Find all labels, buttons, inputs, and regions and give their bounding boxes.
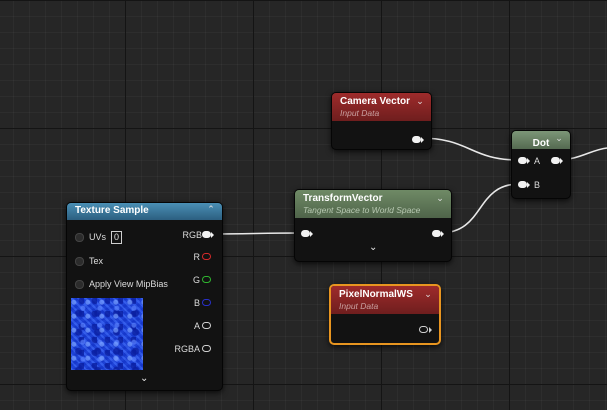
chevron-up-icon[interactable]: ⌃: [207, 204, 215, 214]
transform-vector-node[interactable]: TransformVector Tangent Space to World S…: [294, 189, 452, 262]
chevron-down-icon[interactable]: ⌄: [424, 289, 432, 299]
pin-arrow-icon: [527, 158, 530, 164]
pin-label-rgba: RGBA: [174, 344, 200, 354]
output-pin-a[interactable]: [202, 322, 211, 329]
node-title: PixelNormalWS: [339, 289, 413, 300]
transform-vector-header[interactable]: TransformVector Tangent Space to World S…: [295, 190, 451, 218]
chevron-down-icon[interactable]: ⌄: [555, 133, 563, 143]
wire-camera-to-dot-a: [419, 137, 520, 161]
node-title: Texture Sample: [75, 205, 149, 216]
pin-label-tex: Tex: [89, 256, 104, 266]
pin-label-b: B: [193, 298, 200, 308]
camera-vector-node[interactable]: Camera Vector Input Data ⌄: [331, 92, 432, 150]
pin-label-rgb: RGB: [182, 230, 202, 240]
node-subtitle: Input Data: [339, 301, 379, 311]
texture-sample-node[interactable]: Texture Sample ⌃ UVs 0 Tex Apply View Mi…: [66, 202, 223, 391]
output-pin-g[interactable]: [202, 276, 211, 283]
pin-label-uvs: UVs: [89, 232, 107, 242]
pin-arrow-icon: [211, 232, 214, 238]
node-title: Camera Vector: [340, 96, 411, 107]
node-title: Dot: [532, 138, 550, 149]
output-pin[interactable]: [419, 326, 428, 333]
input-pin-b[interactable]: [518, 181, 527, 188]
dot-node[interactable]: Dot ⌄ A B: [511, 130, 571, 199]
uvs-index-field[interactable]: 0: [111, 231, 122, 244]
pin-label-mip-bias: Apply View MipBias: [89, 279, 168, 289]
node-title: TransformVector: [303, 193, 383, 204]
chevron-down-icon[interactable]: ⌄: [369, 242, 378, 253]
output-pin[interactable]: [432, 230, 441, 237]
node-subtitle: Input Data: [340, 108, 380, 118]
pin-label-a: A: [534, 156, 541, 166]
input-pin-a[interactable]: [518, 157, 527, 164]
texture-preview-thumbnail: [71, 298, 143, 370]
pin-arrow-icon: [429, 327, 432, 333]
chevron-down-icon[interactable]: ⌄: [416, 96, 424, 106]
pin-arrow-icon: [441, 231, 444, 237]
pixel-normal-ws-header[interactable]: PixelNormalWS Input Data ⌄: [331, 286, 439, 314]
pin-arrow-icon: [310, 231, 313, 237]
input-pin-mip-bias[interactable]: [75, 280, 84, 289]
pin-arrow-icon: [527, 182, 530, 188]
chevron-down-icon[interactable]: ⌄: [140, 373, 149, 384]
node-subtitle: Tangent Space to World Space: [303, 205, 421, 215]
output-pin-rgba[interactable]: [202, 345, 211, 352]
pixel-normal-ws-node[interactable]: PixelNormalWS Input Data ⌄: [329, 284, 441, 345]
pin-arrow-icon: [421, 137, 424, 143]
output-pin-rgb[interactable]: [202, 231, 211, 238]
pin-label-b: B: [534, 180, 541, 190]
camera-vector-header[interactable]: Camera Vector Input Data ⌄: [332, 93, 431, 121]
chevron-down-icon[interactable]: ⌄: [436, 193, 444, 203]
pin-label-r: R: [193, 252, 201, 262]
texture-sample-header[interactable]: Texture Sample ⌃: [67, 203, 222, 220]
pin-label-a: A: [193, 321, 200, 331]
output-pin-r[interactable]: [202, 253, 211, 260]
output-pin[interactable]: [412, 136, 421, 143]
output-pin-b[interactable]: [202, 299, 211, 306]
input-pin-uvs[interactable]: [75, 233, 84, 242]
input-pin-tex[interactable]: [75, 257, 84, 266]
pin-label-g: G: [192, 275, 200, 285]
input-pin[interactable]: [301, 230, 310, 237]
dot-header[interactable]: Dot ⌄: [512, 131, 570, 149]
pin-arrow-icon: [560, 158, 563, 164]
output-pin[interactable]: [551, 157, 560, 164]
